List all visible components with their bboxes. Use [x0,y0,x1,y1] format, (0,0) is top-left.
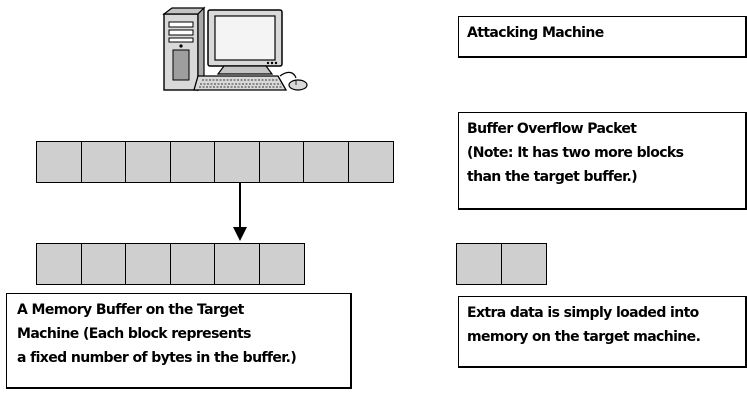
down-arrow-icon [233,183,247,241]
buffer-block [500,243,547,285]
buffer-block [258,141,305,183]
buffer-block [456,243,502,285]
label-line: than the target buffer.) [467,169,638,185]
extra-data-blocks [456,243,547,285]
overflow-packet-blocks [36,141,394,183]
buffer-block [80,141,127,183]
buffer-block [169,243,216,285]
label-line: A Memory Buffer on the Target [17,302,244,318]
buffer-block [347,141,394,183]
buffer-block [303,141,349,183]
buffer-block [258,243,305,285]
label-line: Buffer Overflow Packet [467,121,637,137]
label-line: (Note: It has two more blocks [467,145,684,161]
buffer-block [36,141,82,183]
extra-data-label: Extra data is simply loaded into memory o… [458,296,747,368]
buffer-block [80,243,127,285]
buffer-block [125,141,171,183]
buffer-block [36,243,82,285]
buffer-block [169,141,216,183]
buffer-block [214,243,260,285]
label-line: Machine (Each block represents [17,326,252,342]
desktop-computer-icon [162,6,308,92]
label-line: a fixed number of bytes in the buffer.) [17,350,297,366]
buffer-overflow-packet-label: Buffer Overflow Packet (Note: It has two … [458,112,747,210]
attacking-machine-label: Attacking Machine [458,16,747,58]
target-buffer-blocks [36,243,305,285]
label-line: Attacking Machine [467,25,604,41]
label-line: Extra data is simply loaded into [467,305,699,321]
label-line: memory on the target machine. [467,329,701,345]
buffer-block [125,243,171,285]
buffer-block [214,141,260,183]
